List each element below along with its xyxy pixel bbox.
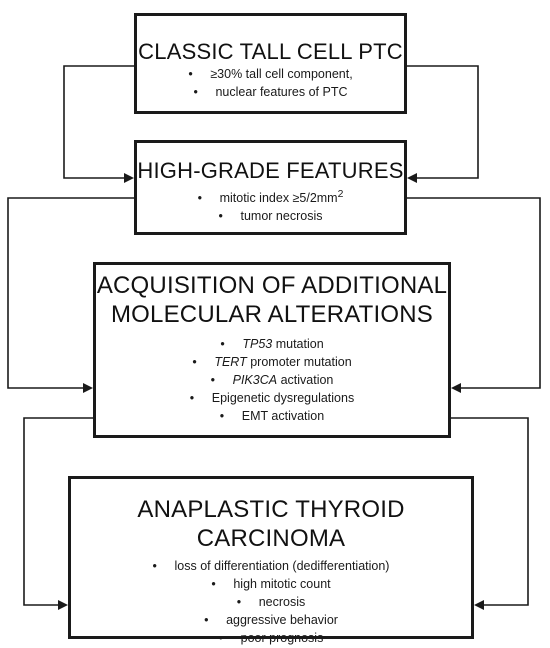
box-title: ANAPLASTIC THYROID CARCINOMA xyxy=(137,496,405,552)
list-item: •TERT promoter mutation xyxy=(192,355,352,369)
bullet-icon: • xyxy=(211,577,216,591)
bullet-icon: • xyxy=(188,67,193,81)
list-item: •≥30% tall cell component, xyxy=(188,67,353,81)
list-item: •loss of differentiation (dedifferentiat… xyxy=(152,559,390,573)
bullet-icon: • xyxy=(236,595,242,609)
box-title-line1: ACQUISITION OF ADDITIONAL xyxy=(96,272,448,299)
list-item: •tumor necrosis xyxy=(218,209,323,224)
list-item: •TP53 mutation xyxy=(220,337,324,351)
list-item: •mitotic index ≥5/2mm2 xyxy=(197,189,344,206)
bullet-icon: • xyxy=(218,631,224,645)
box-high-grade-features: HIGH-GRADE FEATURES •mitotic index ≥5/2m… xyxy=(134,140,407,235)
gene-name: TERT xyxy=(214,355,247,369)
bullet-icon: • xyxy=(204,613,209,627)
list-item: •EMT activation xyxy=(219,409,325,423)
gene-name: TP53 xyxy=(242,337,273,351)
list-item: •high mitotic count xyxy=(211,577,331,591)
list-item: •necrosis xyxy=(236,595,306,609)
bullet-list: •loss of differentiation (dedifferentiat… xyxy=(71,557,471,647)
bullet-icon: • xyxy=(197,191,202,206)
list-item: •nuclear features of PTC xyxy=(193,85,348,99)
box-classic-tall-cell-ptc: CLASSIC TALL CELL PTC •≥30% tall cell co… xyxy=(134,13,407,114)
bullet-icon: • xyxy=(218,209,223,224)
list-item: •aggressive behavior xyxy=(204,613,338,627)
bullet-icon: • xyxy=(152,559,157,573)
arrow-classic-to-highgrade-right xyxy=(407,65,479,183)
bullet-icon: • xyxy=(219,409,225,423)
bullet-icon: • xyxy=(192,355,197,369)
bullet-list: •TP53 mutation •TERT promoter mutation •… xyxy=(96,335,448,425)
bullet-list: •mitotic index ≥5/2mm2 •tumor necrosis xyxy=(137,186,404,225)
list-item: •PIK3CA activation xyxy=(210,373,334,387)
bullet-icon: • xyxy=(193,85,198,99)
list-item: •poor prognosis xyxy=(218,631,324,645)
gene-name: PIK3CA xyxy=(232,373,278,387)
bullet-icon: • xyxy=(189,391,195,405)
box-title-line2: MOLECULAR ALTERATIONS xyxy=(110,301,434,328)
list-item: •Epigenetic dysregulations xyxy=(189,391,355,405)
bullet-list: •≥30% tall cell component, •nuclear feat… xyxy=(137,65,404,101)
box-molecular-alterations: ACQUISITION OF ADDITIONAL MOLECULAR ALTE… xyxy=(93,262,451,438)
bullet-icon: • xyxy=(220,337,225,351)
arrow-classic-to-highgrade-left xyxy=(63,65,134,183)
box-anaplastic-thyroid-carcinoma: ANAPLASTIC THYROID CARCINOMA •loss of di… xyxy=(68,476,474,645)
superscript: 2 xyxy=(337,189,344,200)
box-title: CLASSIC TALL CELL PTC xyxy=(138,39,403,64)
box-title: HIGH-GRADE FEATURES xyxy=(137,158,404,183)
bullet-icon: • xyxy=(210,373,216,387)
